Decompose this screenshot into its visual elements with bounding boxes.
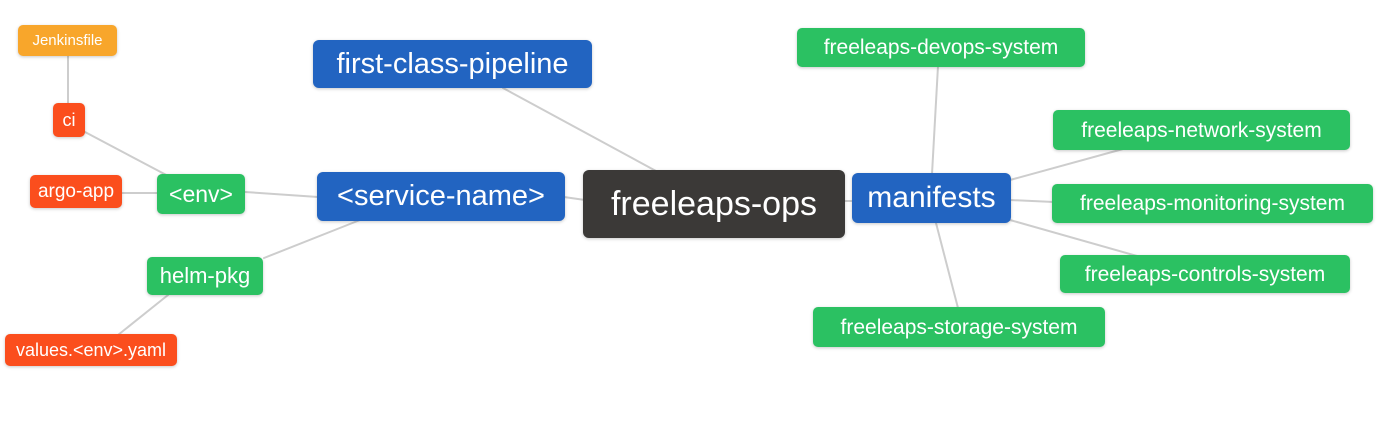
node-jenkinsfile[interactable]: Jenkinsfile bbox=[18, 25, 117, 56]
edge-manifests-storage bbox=[935, 222, 959, 309]
edge-manifests-devops bbox=[931, 65, 939, 175]
node-manifests[interactable]: manifests bbox=[852, 173, 1011, 223]
edge-service-freeleaps-ops bbox=[563, 196, 586, 201]
edge-helm-pkg-service-name bbox=[263, 219, 361, 259]
node-values-env-yaml[interactable]: values.<env>.yaml bbox=[5, 334, 177, 366]
node-freeleaps-devops-system[interactable]: freeleaps-devops-system bbox=[797, 28, 1085, 67]
node-freeleaps-network-system[interactable]: freeleaps-network-system bbox=[1053, 110, 1350, 150]
edge-ci-env bbox=[84, 131, 173, 179]
edge-env-service-name bbox=[244, 191, 319, 198]
edge-pipeline-freeleaps-ops bbox=[502, 87, 657, 172]
node-service-name[interactable]: <service-name> bbox=[317, 172, 565, 221]
edge-manifests-monitoring bbox=[1009, 199, 1055, 203]
node-freeleaps-storage-system[interactable]: freeleaps-storage-system bbox=[813, 307, 1105, 347]
node-env[interactable]: <env> bbox=[157, 174, 245, 214]
edge-values-helm-pkg bbox=[117, 294, 169, 336]
node-first-class-pipeline[interactable]: first-class-pipeline bbox=[313, 40, 592, 88]
node-ci[interactable]: ci bbox=[53, 103, 85, 137]
node-freeleaps-monitoring-system[interactable]: freeleaps-monitoring-system bbox=[1052, 184, 1373, 223]
node-freeleaps-ops[interactable]: freeleaps-ops bbox=[583, 170, 845, 238]
edge-manifests-controls bbox=[1009, 219, 1138, 257]
node-helm-pkg[interactable]: helm-pkg bbox=[147, 257, 263, 295]
node-argo-app[interactable]: argo-app bbox=[30, 175, 122, 208]
edge-manifests-network bbox=[1009, 148, 1124, 181]
node-freeleaps-controls-system[interactable]: freeleaps-controls-system bbox=[1060, 255, 1350, 293]
